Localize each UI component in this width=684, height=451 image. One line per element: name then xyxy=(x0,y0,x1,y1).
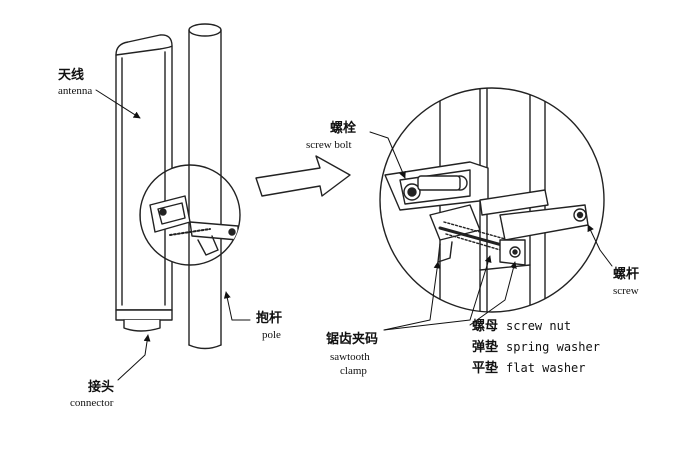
label-connector-zh: 接头 xyxy=(88,380,115,395)
label-antenna-zh: 天线 xyxy=(58,68,85,83)
label-spring-washer-en: spring washer xyxy=(506,340,600,354)
label-pole-zh: 抱杆 xyxy=(256,311,283,326)
label-screw-nut-en: screw nut xyxy=(506,319,572,333)
label-sawtooth-clamp-en-1: sawtooth xyxy=(330,351,370,363)
leader-lines xyxy=(95,89,613,381)
label-spring-washer-zh: 弹垫 xyxy=(472,340,499,355)
label-connector-en: connector xyxy=(70,397,114,409)
label-screw-bolt-en: screw bolt xyxy=(306,139,352,151)
label-screw-nut-zh: 螺母 xyxy=(472,319,499,334)
label-flat-washer-zh: 平垫 xyxy=(472,361,499,376)
label-spring-washer: 弹垫 spring washer xyxy=(472,341,600,354)
label-flat-washer: 平垫 flat washer xyxy=(472,362,586,375)
label-flat-washer-en: flat washer xyxy=(506,361,586,375)
large-detail-circle xyxy=(379,87,605,313)
label-sawtooth-clamp-zh: 锯齿夹码 xyxy=(326,332,379,347)
small-detail-circle xyxy=(139,164,241,266)
label-pole-en: pole xyxy=(262,329,281,341)
label-sawtooth-clamp-en-2: clamp xyxy=(340,365,367,377)
label-screw-nut: 螺母 screw nut xyxy=(472,320,571,333)
label-screw-zh: 螺杆 xyxy=(613,267,640,282)
label-screw-en: screw xyxy=(613,285,639,297)
label-screw-bolt-zh: 螺栓 xyxy=(330,121,357,136)
label-antenna-en: antenna xyxy=(58,85,93,97)
magnify-arrow xyxy=(255,155,351,197)
